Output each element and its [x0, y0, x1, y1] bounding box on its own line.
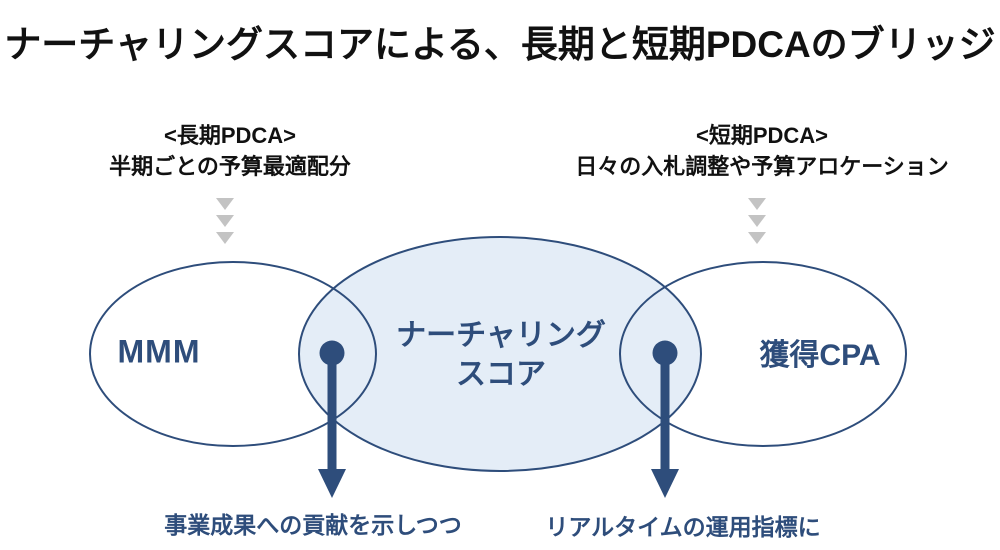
venn-label-mmm: MMM: [117, 333, 201, 370]
venn-label-nurturing-score: ナーチャリング スコア: [396, 316, 606, 394]
short-term-pdca-heading: <短期PDCA>: [695, 123, 829, 148]
chevron-down-icon-left: [216, 198, 234, 244]
arrow-down-icon-right: [651, 469, 679, 498]
short-term-pdca-label: <短期PDCA> 日々の入札調整や予算アロケーション: [575, 120, 949, 182]
right-ellipse-cpa: [619, 261, 907, 447]
arrow-down-icon-left: [318, 469, 346, 498]
page-title: ナーチャリングスコアによる、長期と短期PDCAのブリッジ: [4, 24, 996, 65]
venn-label-nurturing-score-line1: ナーチャリング: [396, 319, 606, 352]
long-term-pdca-heading: <長期PDCA>: [163, 123, 297, 148]
venn-label-cpa: 獲得CPA: [759, 339, 881, 372]
center-ellipse-nurturing-score: [298, 236, 702, 472]
short-term-pdca-description: 日々の入札調整や予算アロケーション: [575, 154, 949, 179]
venn-label-nurturing-score-line2: スコア: [455, 358, 546, 391]
right-intersection-arrow: [651, 340, 679, 498]
long-term-pdca-label: <長期PDCA> 半期ごとの予算最適配分: [109, 120, 351, 182]
chevron-down-icon-right: [748, 198, 766, 244]
outcome-text-left: 事業成果への貢献を示しつつ: [164, 512, 462, 538]
left-intersection-arrow: [318, 340, 346, 498]
long-term-pdca-description: 半期ごとの予算最適配分: [109, 154, 351, 179]
outcome-text-right: リアルタイムの運用指標に: [545, 514, 821, 540]
left-ellipse-mmm: [89, 261, 377, 447]
